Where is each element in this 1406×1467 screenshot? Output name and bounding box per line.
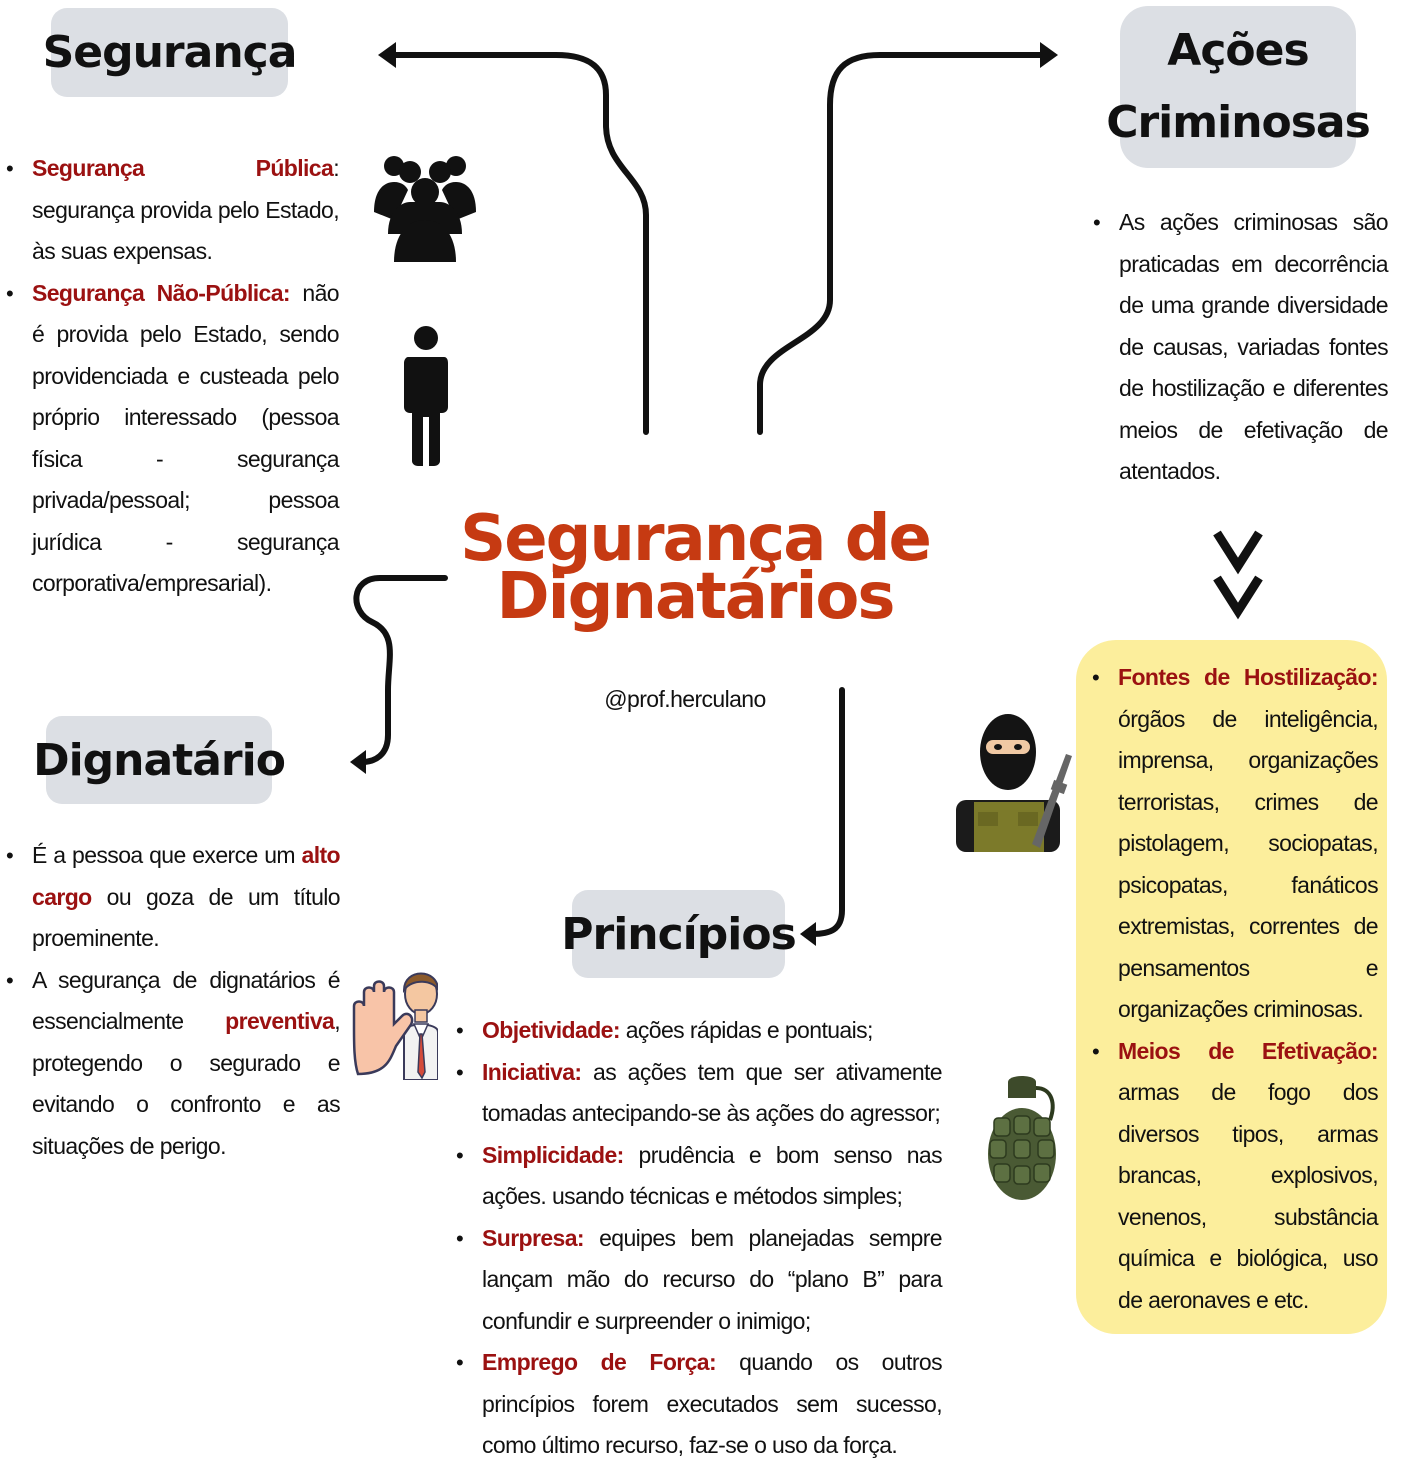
arrowhead-left-small-icon	[800, 922, 816, 946]
list-item: É a pessoa que exerce um alto cargo ou g…	[0, 835, 341, 960]
list-item: Iniciativa: as ações tem que ser ativame…	[450, 1052, 943, 1135]
group-icon	[374, 156, 476, 262]
main-title: Segurança de Dignatários	[460, 502, 932, 634]
list-item: As ações criminosas são praticadas em de…	[1087, 202, 1389, 493]
connector-dignatario	[353, 575, 448, 765]
dignatario-list: É a pessoa que exerce um alto cargo ou g…	[0, 835, 341, 1168]
seguranca-list: Segurança Pública: segurança provida pel…	[0, 148, 340, 605]
list-item: Meios de Efetivação: armas de fogo dos d…	[1086, 1031, 1379, 1322]
acoes-heading-line1: Ações	[1167, 25, 1309, 76]
connector-seguranca	[389, 52, 649, 435]
grenade-icon	[988, 1076, 1056, 1200]
terrorist-icon	[956, 714, 1072, 852]
arrowhead-left-icon	[378, 42, 396, 68]
dignatario-box: Dignatário	[33, 716, 286, 804]
acoes-list: As ações criminosas são praticadas em de…	[1087, 202, 1389, 493]
list-item: Objetividade: ações rápidas e pontuais;	[450, 1010, 942, 1052]
connector-acoes	[757, 52, 1048, 435]
person-icon	[404, 326, 448, 466]
acoes-heading-line2: Criminosas	[1106, 97, 1371, 148]
double-chevron-down-icon	[1213, 530, 1263, 620]
acoes-criminosas-box: Ações Criminosas	[1106, 6, 1371, 168]
list-item: Segurança Pública: segurança provida pel…	[0, 148, 340, 273]
seguranca-box: Segurança	[43, 8, 297, 97]
definition: segurança provida pelo Estado, às suas e…	[32, 196, 340, 265]
connector-principios	[809, 687, 845, 937]
list-item: Segurança Não-Pública: não é provida pel…	[0, 273, 340, 605]
author-handle: @prof.herculano	[604, 686, 766, 712]
arrowhead-down-left-icon	[350, 750, 366, 774]
list-item: Fontes de Hostilização: órgãos de inteli…	[1086, 657, 1379, 1031]
list-item: Emprego de Força: quando os outros princ…	[450, 1342, 943, 1467]
fontes-meios-list: Fontes de Hostilização: órgãos de inteli…	[1086, 657, 1379, 1322]
term: Segurança Pública	[32, 155, 334, 181]
list-item: Surpresa: equipes bem planejadas sempre …	[450, 1218, 943, 1343]
dignatario-heading: Dignatário	[33, 734, 286, 786]
list-item: Simplicidade: prudência e bom senso nas …	[450, 1135, 943, 1218]
list-item: A segurança de dignatários é essencialme…	[0, 960, 341, 1168]
principios-box: Princípios	[561, 890, 797, 978]
stop-hand-person-icon	[352, 972, 438, 1080]
principios-list: Objetividade: ações rápidas e pontuais; …	[450, 1010, 943, 1467]
arrowhead-right-icon	[1040, 42, 1058, 68]
term: Segurança Não-Pública:	[32, 279, 291, 306]
principios-heading: Princípios	[561, 908, 797, 960]
definition: não é provida pelo Estado, sendo provide…	[32, 279, 340, 597]
seguranca-heading: Segurança	[42, 27, 298, 78]
